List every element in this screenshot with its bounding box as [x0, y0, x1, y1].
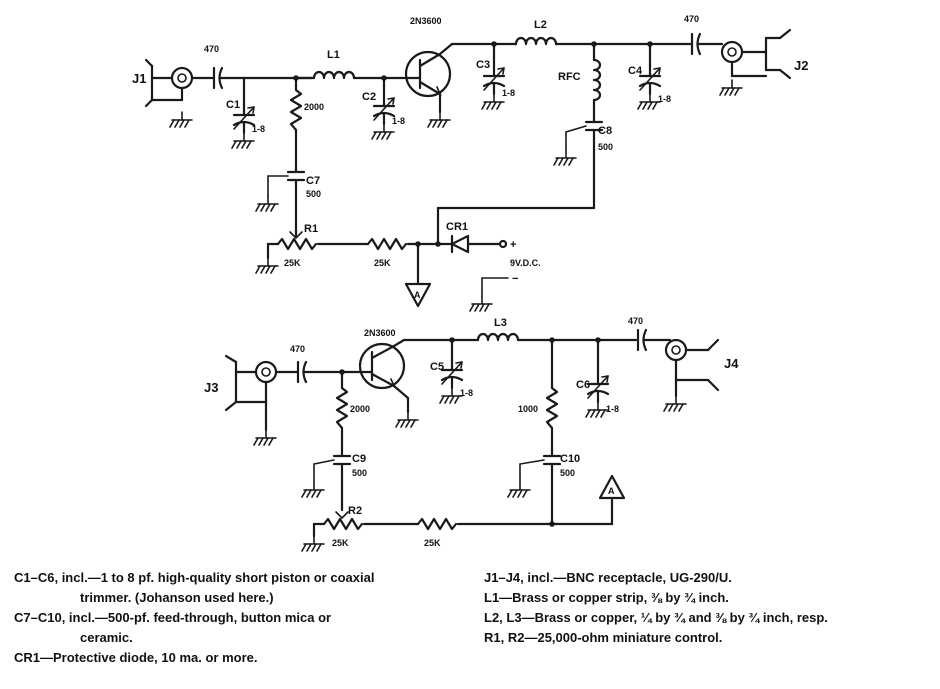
legend-item-l1: L1—Brass or copper strip, ⅜ by ¾ inch.: [484, 590, 729, 605]
transistor-q1: 2N3600: [404, 16, 454, 128]
potentiometer-r2: R2 25K: [301, 505, 364, 552]
capacitor-c3: C3 1-8: [476, 42, 515, 110]
l3-label: L3: [494, 317, 507, 329]
connector-j2: J2: [719, 28, 808, 96]
legend-item-cr1: CR1—Protective diode, 10 ma. or more.: [14, 650, 258, 665]
c1-label: C1: [226, 99, 240, 111]
c6-label: C6: [576, 379, 590, 391]
j2-label: J2: [794, 58, 808, 73]
c4-value: 1-8: [658, 94, 671, 104]
supply-voltage: 9V.D.C.: [510, 258, 541, 268]
supply-minus: −: [512, 273, 518, 285]
inductor-rfc: RFC: [558, 42, 602, 102]
potentiometer-r1: R1 25K: [255, 223, 318, 274]
capacitor-c5: C5 1-8: [430, 338, 473, 404]
capacitor-c9: C9 500: [301, 453, 367, 498]
bottom-amplifier-stage: J3 470 2000 C9 500: [204, 316, 739, 552]
c3-value: 1-8: [502, 88, 515, 98]
c4-label: C4: [628, 65, 643, 77]
j1-label: J1: [132, 71, 146, 86]
parts-legend: C1–C6, incl.—1 to 8 pf. high-quality sho…: [14, 568, 934, 684]
capacitor-c10: C10 500: [507, 453, 580, 498]
resistor-25k-bottom: 25K: [416, 517, 458, 548]
r2-value: 25K: [332, 538, 349, 548]
c10-label: C10: [560, 453, 580, 465]
capacitor-c8: C8 500: [553, 120, 613, 166]
q1-type-label: 2N3600: [410, 16, 442, 26]
c8-label: C8: [598, 125, 612, 137]
c1-value: 1-8: [252, 124, 265, 134]
legend-left-column: C1–C6, incl.—1 to 8 pf. high-quality sho…: [14, 568, 484, 668]
c5-value: 1-8: [460, 388, 473, 398]
r2-label: R2: [348, 505, 362, 517]
junction-a-top-label: A: [414, 290, 421, 300]
j3-label: J3: [204, 380, 218, 395]
circuit-schematic: J1 470 C1 1-8 2000 C7 500: [132, 14, 808, 552]
capacitor-c1: C1 1-8: [226, 76, 265, 149]
c3-label: C3: [476, 59, 490, 71]
c9-label: C9: [352, 453, 366, 465]
c6-value: 1-8: [606, 404, 619, 414]
capacitor-c6: C6 1-8: [576, 338, 619, 418]
diode-cr1: CR1: [446, 221, 508, 254]
c-in-value: 470: [204, 44, 219, 54]
l1-label: L1: [327, 49, 340, 61]
legend-item-c7-c10-cont: ceramic.: [80, 630, 133, 645]
r-1000-value: 1000: [518, 404, 538, 414]
c9-value: 500: [352, 468, 367, 478]
l2-label: L2: [534, 19, 547, 31]
connector-j1: J1: [132, 58, 194, 128]
c5-label: C5: [430, 361, 444, 373]
legend-item-l2-l3: L2, L3—Brass or copper, ¼ by ¾ and ⅜ by …: [484, 610, 828, 625]
c-in2-value: 470: [290, 344, 305, 354]
c7-value: 500: [306, 189, 321, 199]
transistor-q2: 2N3600: [358, 328, 419, 428]
legend-item-c1-c6: C1–C6, incl.—1 to 8 pf. high-quality sho…: [14, 570, 375, 585]
c-out-value: 470: [684, 14, 699, 24]
junction-a-top: A: [404, 282, 432, 308]
r-bot-bias-value: 2000: [350, 404, 370, 414]
c2-value: 1-8: [392, 116, 405, 126]
rfc-label: RFC: [558, 71, 581, 83]
junction-a-bottom: A: [598, 474, 626, 500]
inductor-l2: L2: [514, 19, 558, 46]
legend-item-j1-j4: J1–J4, incl.—BNC receptacle, UG-290/U.: [484, 570, 732, 585]
junction-a-bottom-label: A: [608, 486, 615, 496]
r-top-bias-value: 2000: [304, 102, 324, 112]
j4-label: J4: [724, 356, 739, 371]
inductor-l1: L1: [294, 49, 356, 80]
c10-value: 500: [560, 468, 575, 478]
c8-value: 500: [598, 142, 613, 152]
capacitor-c2: C2 1-8: [362, 76, 405, 140]
legend-item-c1-c6-cont: trimmer. (Johanson used here.): [80, 590, 274, 605]
cr1-label: CR1: [446, 221, 468, 233]
connector-j4: J4: [663, 338, 739, 412]
c-out2-value: 470: [628, 316, 643, 326]
capacitor-c7: C7 500: [255, 170, 321, 212]
top-amplifier-stage: J1 470 C1 1-8 2000 C7 500: [132, 14, 808, 312]
capacitor-c4: C4 1-8: [628, 42, 671, 110]
r1-label: R1: [304, 223, 318, 235]
q2-type-label: 2N3600: [364, 328, 396, 338]
r-top-fixed-value: 25K: [374, 258, 391, 268]
supply-plus: +: [510, 239, 516, 251]
connector-j3: J3: [204, 354, 278, 446]
resistor-25k-top: 25K: [366, 237, 408, 268]
c2-label: C2: [362, 91, 376, 103]
legend-item-c7-c10: C7–C10, incl.—500-pf. feed-through, butt…: [14, 610, 332, 625]
c7-label: C7: [306, 175, 320, 187]
r-bot-fixed-value: 25K: [424, 538, 441, 548]
legend-item-r1-r2: R1, R2—25,000-ohm miniature control.: [484, 630, 723, 645]
legend-right-column: J1–J4, incl.—BNC receptacle, UG-290/U. L…: [484, 568, 934, 648]
inductor-l3: L3: [476, 317, 520, 342]
r1-value: 25K: [284, 258, 301, 268]
